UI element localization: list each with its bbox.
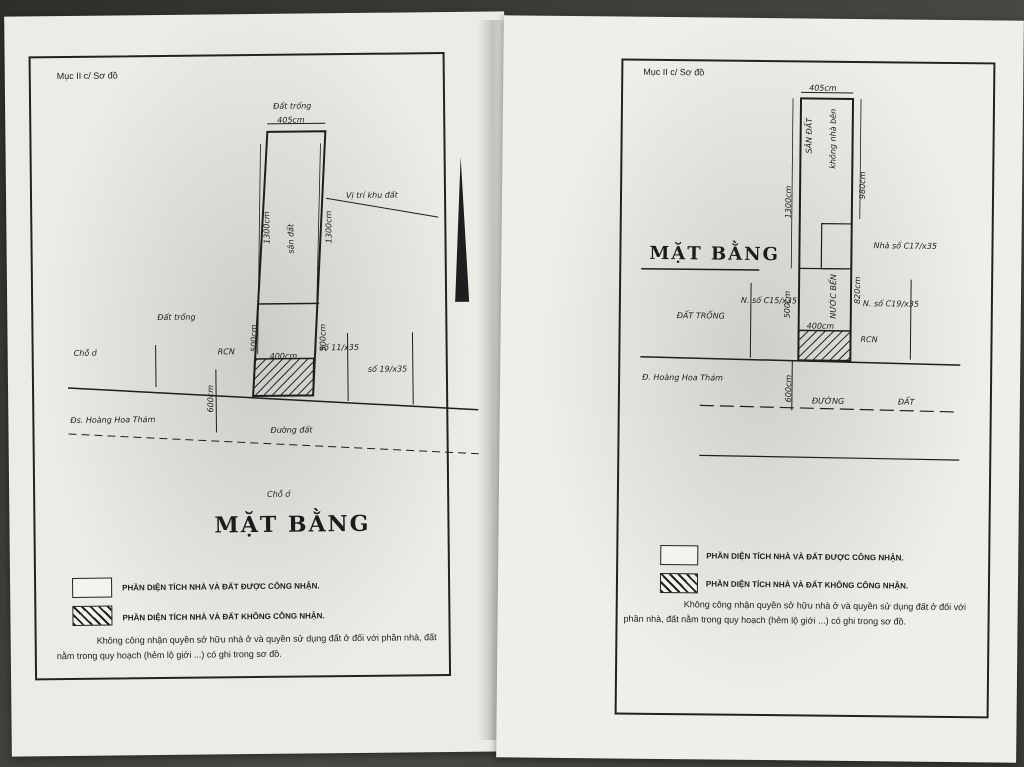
right-label-dim-upper: 1300cm	[783, 185, 794, 219]
legend-recognized-swatch	[72, 577, 113, 598]
label-dim-left-lower: 500cm	[249, 324, 259, 353]
right-label-bottom-width: 400cm	[806, 321, 835, 331]
label-top-width: 405cm	[277, 115, 305, 125]
label-road-name: Đs. Hoàng Hoa Thám	[70, 415, 156, 425]
right-label-dim-lower: 500cm	[782, 290, 793, 319]
right-label-dim-right: 980cm	[857, 171, 868, 200]
label-so-19: số 19/x35	[367, 364, 408, 374]
label-vi-tri-khu-dat: Vị trí khu đất	[345, 190, 398, 201]
right-label-dat: ĐẤT	[897, 397, 915, 407]
right-label-san-dat: SÂN ĐẤT	[804, 117, 814, 154]
label-setback: 600cm	[206, 384, 216, 413]
label-dat-trong-top: Đất trống	[273, 101, 312, 111]
right-page-note: Không công nhận quyền sở hữu nhà ở và qu…	[623, 599, 967, 627]
right-label-duong: ĐƯỜNG	[811, 396, 845, 406]
right-label-dat-trong: ĐẤT TRỐNG	[676, 311, 725, 321]
right-label-nha-so-c19: N. số C19/x35	[862, 299, 920, 309]
left-page-note: Không công nhận quyền sở hữu nhà ở và qu…	[56, 632, 437, 662]
label-san-dat: sân đất	[286, 223, 296, 254]
label-dim-right-upper: 1300cm	[324, 210, 334, 244]
right-site-plan-drawing	[640, 91, 961, 461]
legend-unrecognized-swatch	[72, 605, 113, 626]
right-label-setback: 600cm	[783, 374, 794, 403]
label-duong-dat: Đường đất	[270, 425, 313, 435]
left-site-plan-drawing	[67, 122, 479, 455]
left-page-title: MẶT BẰNG	[214, 510, 371, 539]
label-rcn: RCN	[217, 347, 235, 357]
label-dim-left-upper: 1300cm	[262, 211, 272, 244]
right-label-top-width: 405cm	[809, 83, 837, 93]
label-bottom-width: 400cm	[269, 351, 298, 361]
label-dat-trong-left: Đất trống	[157, 312, 196, 323]
right-legend-unrecognized-swatch	[659, 572, 699, 594]
label-cho-o: Chỗ ở	[73, 348, 97, 358]
right-legend-recognized-swatch	[660, 544, 699, 566]
right-label-dim-mid: 820cm	[852, 276, 863, 305]
right-document-page: Mục II c/ Sơ đồ 405cm SÂN ĐẤT không nh	[496, 15, 1024, 763]
label-cho-o-bottom: Chỗ ở	[267, 489, 291, 499]
right-label-nuoc-ben: NƯỚC BẾN	[828, 274, 839, 319]
left-document-page: Mục II c/ Sơ đồ Đất trống 405cm V	[4, 11, 512, 757]
right-label-nha-so-c17: Nhà số C17/x35	[873, 241, 938, 251]
label-so-11: số 11/x35	[319, 342, 360, 353]
right-page-title: MẶT BẰNG	[649, 242, 781, 266]
right-label-khong-nha-ben: không nhà bên	[828, 108, 838, 169]
right-label-rcn: RCN	[860, 335, 878, 345]
right-label-road-name: Đ. Hoàng Hoa Thám	[642, 372, 723, 383]
